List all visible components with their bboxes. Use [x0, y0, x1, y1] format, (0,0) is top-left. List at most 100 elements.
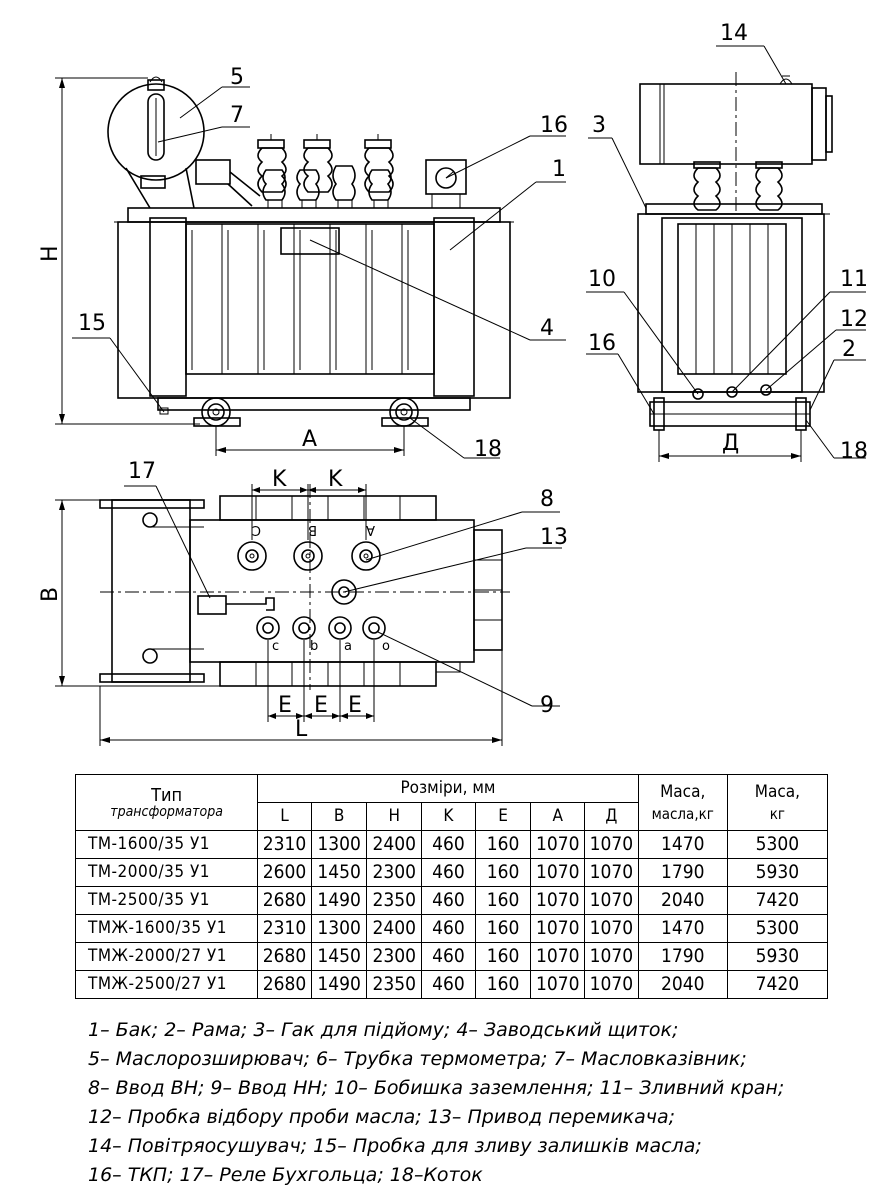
type-cell: ТМЖ-2000/27 У1 [74, 942, 259, 971]
col-header-3: K [421, 802, 476, 831]
legend: 1– Бак; 2– Рама; 3– Гак для підйому; 4– … [88, 1016, 878, 1190]
value-cell: 460 [421, 858, 476, 887]
top-view: C B A c b a o [38, 459, 568, 746]
dim-label-d: Д [722, 431, 739, 456]
callout-16-side: 16 [588, 331, 616, 356]
header-type: Тип трансформатора [74, 774, 259, 831]
value-cell: 1070 [584, 914, 639, 943]
callout-2: 2 [842, 337, 856, 362]
dim-label-e2: E [314, 693, 328, 718]
value-cell: 1300 [310, 914, 368, 943]
terminal-b-hv: B [308, 522, 317, 537]
callout-13: 13 [540, 525, 568, 550]
top-fins [219, 495, 503, 687]
callout-3: 3 [592, 113, 606, 138]
value-cell: 2400 [366, 914, 423, 943]
terminal-c-hv: C [252, 522, 261, 537]
dimension-e [267, 640, 375, 722]
callout-17: 17 [128, 459, 156, 484]
value-cell: 460 [421, 970, 476, 999]
header-mass: Маса, кг [726, 774, 829, 831]
value-cell: 460 [421, 886, 476, 915]
col-header-2: H [366, 802, 423, 831]
buchholz-relay [197, 595, 227, 615]
dim-label-l: L [295, 717, 308, 742]
value-cell: 2680 [257, 970, 312, 999]
value-cell: 2600 [257, 858, 312, 887]
type-cell: ТМ-1600/35 У1 [74, 830, 259, 859]
header-dimensions: Розміри, мм [257, 774, 639, 803]
value-cell: 2680 [257, 942, 312, 971]
value-cell: 5300 [726, 830, 829, 859]
col-header-4: E [474, 802, 532, 831]
col-header-6: Д [584, 802, 639, 831]
value-cell: 1070 [584, 858, 639, 887]
value-cell: 2300 [366, 942, 423, 971]
value-cell: 1070 [530, 858, 586, 887]
value-cell: 2680 [257, 886, 312, 915]
col-header-0: L [257, 802, 312, 831]
dimension-h [55, 77, 200, 425]
terminal-a-hv: A [366, 522, 375, 537]
dim-label-b: B [38, 587, 63, 602]
value-cell: 1790 [637, 942, 728, 971]
callout-15: 15 [78, 311, 106, 336]
dimension-b [55, 499, 220, 687]
value-cell: 1070 [530, 886, 586, 915]
type-cell: ТМ-2000/35 У1 [74, 858, 259, 887]
callout-11: 11 [840, 267, 868, 292]
legend-line: 16– ТКП; 17– Реле Бухгольца; 18–Коток [88, 1164, 483, 1186]
value-cell: 5930 [726, 858, 829, 887]
value-cell: 2400 [366, 830, 423, 859]
value-cell: 2040 [637, 886, 728, 915]
gas-relay [195, 159, 231, 185]
tank-cover [127, 207, 501, 223]
value-cell: 7420 [726, 970, 829, 999]
dim-label-k2: K [328, 467, 343, 492]
value-cell: 460 [421, 830, 476, 859]
col-header-1: B [310, 802, 368, 831]
front-leaders [72, 86, 566, 459]
value-cell: 460 [421, 942, 476, 971]
value-cell: 1070 [584, 942, 639, 971]
bushings [257, 134, 394, 209]
type-cell: ТМЖ-2500/27 У1 [74, 970, 259, 999]
value-cell: 1070 [584, 886, 639, 915]
roller-right [381, 397, 429, 427]
legend-line: 12– Пробка відбору проби масла; 13– Прив… [88, 1106, 676, 1128]
drain-valve [726, 386, 738, 398]
value-cell: 1490 [310, 886, 368, 915]
value-cell: 160 [474, 942, 532, 971]
roller-left [193, 397, 241, 427]
value-cell: 1470 [637, 914, 728, 943]
value-cell: 1490 [310, 970, 368, 999]
value-cell: 1070 [584, 830, 639, 859]
radiator-fins [149, 217, 475, 397]
thermometer-box [425, 159, 467, 209]
value-cell: 2040 [637, 970, 728, 999]
callout-4: 4 [540, 316, 554, 341]
front-view: 5 7 16 1 4 15 18 H A [38, 65, 568, 462]
conservator [107, 76, 261, 209]
value-cell: 160 [474, 970, 532, 999]
terminal-o-lv: o [382, 639, 390, 654]
callout-1: 1 [552, 157, 566, 182]
value-cell: 1300 [310, 830, 368, 859]
dim-label-a: A [302, 427, 317, 452]
ground-boss [692, 388, 704, 400]
callout-18-front: 18 [474, 437, 502, 462]
terminal-a-lv: a [344, 639, 352, 654]
value-cell: 1070 [530, 970, 586, 999]
legend-line: 8– Ввод ВН; 9– Ввод НН; 10– Бобишка зазе… [88, 1077, 785, 1099]
sample-plug [760, 384, 772, 396]
value-cell: 2350 [366, 886, 423, 915]
hv-bushings [237, 541, 381, 571]
name-plate [280, 227, 340, 255]
